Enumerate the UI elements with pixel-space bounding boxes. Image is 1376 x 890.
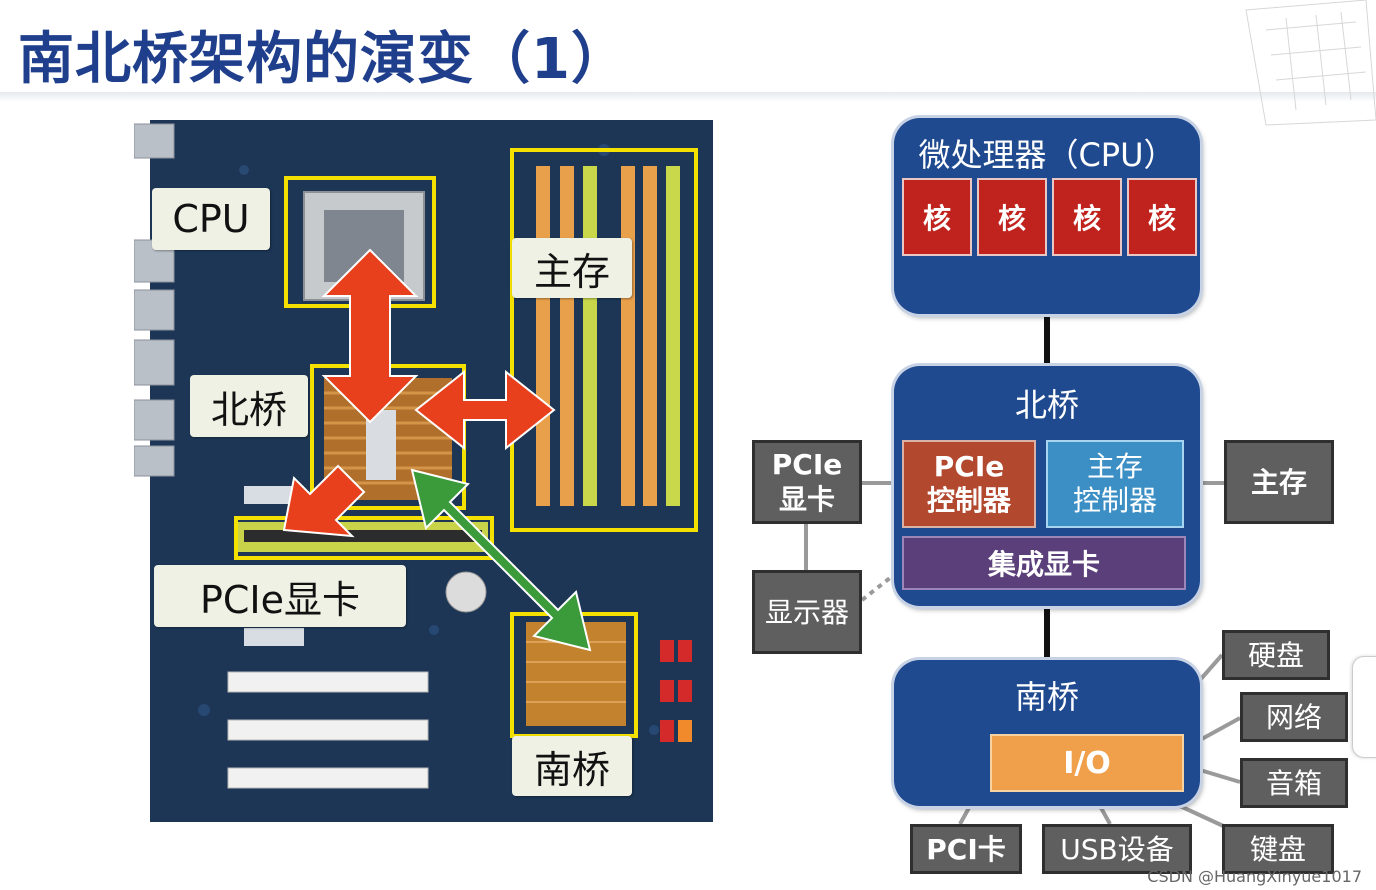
peripheral-pci-card: PCI卡 [910,824,1022,874]
memory-controller-line2: 控制器 [1072,484,1157,517]
photo-label-north-bridge: 北桥 [190,375,308,437]
pcie-card-line1: PCIe [771,448,843,481]
rear-io-ports [134,123,175,477]
peripheral-network: 网络 [1240,692,1348,742]
memory-controller-line1: 主存 [1086,450,1143,484]
display-box: 显示器 [752,570,862,654]
core-1: 核 [902,178,972,256]
south-bridge-block: 南桥 I/O [894,660,1200,806]
peripheral-usb-device: USB设备 [1042,824,1192,874]
photo-label-pcie-card: PCIe显卡 [154,565,406,627]
photo-label-main-memory: 主存 [512,238,632,298]
south-bridge-title: 南桥 [1014,678,1079,716]
io-unit: I/O [990,734,1184,792]
igpu-display-link [860,568,902,602]
pcie-card-box: PCIe 显卡 [752,440,862,524]
north-bridge-block: 北桥 PCIe 控制器 主存 控制器 集成显卡 [894,366,1200,606]
pcie-controller-line2: 控制器 [926,484,1011,517]
pci-card-link [958,805,972,825]
cmos-battery [445,571,487,613]
disk-link [1198,653,1224,682]
pcie-controller-line1: PCIe [933,450,1005,484]
speaker-link [1199,768,1241,784]
main-memory-box: 主存 [1224,440,1334,524]
pcie-card-line2: 显卡 [778,483,835,516]
photo-label-south-bridge: 南桥 [512,736,632,796]
northbridge-southbridge-arrow [410,468,592,652]
cpu-block-title: 微处理器（CPU） [918,136,1176,174]
pcie-highlight-frame [234,516,494,560]
memory-highlight-frame [510,148,698,532]
core-4: 核 [1127,178,1197,256]
peripheral-speaker: 音箱 [1240,758,1348,808]
right-edge-tab [1352,656,1376,758]
cpu-northbridge-arrow [321,248,419,424]
core-3: 核 [1052,178,1122,256]
corner-decoration [1245,0,1376,126]
integrated-gpu: 集成显卡 [902,536,1186,590]
pcie-controller: PCIe 控制器 [902,440,1036,528]
peripheral-keyboard: 键盘 [1222,824,1334,874]
network-link [1199,716,1241,742]
watermark: CSDN @HuangXinyue1017 [1147,867,1362,886]
peripheral-disk: 硬盘 [1222,630,1330,680]
slide-title: 南北桥架构的演变（1） [18,27,628,92]
sata-ports [660,640,692,742]
photo-label-cpu: CPU [152,188,270,250]
northbridge-memory-arrow [414,369,556,451]
usb-link [1098,805,1112,825]
pci-slots [227,671,429,789]
core-2: 核 [977,178,1047,256]
memory-controller: 主存 控制器 [1046,440,1184,528]
northbridge-pcie-arrow [282,464,366,538]
cpu-block: 微处理器（CPU） 核 核 核 核 [894,118,1200,314]
pcie-x1-slot-2 [244,628,304,646]
north-bridge-title: 北桥 [1014,386,1079,424]
title-underline-band [0,92,1376,102]
